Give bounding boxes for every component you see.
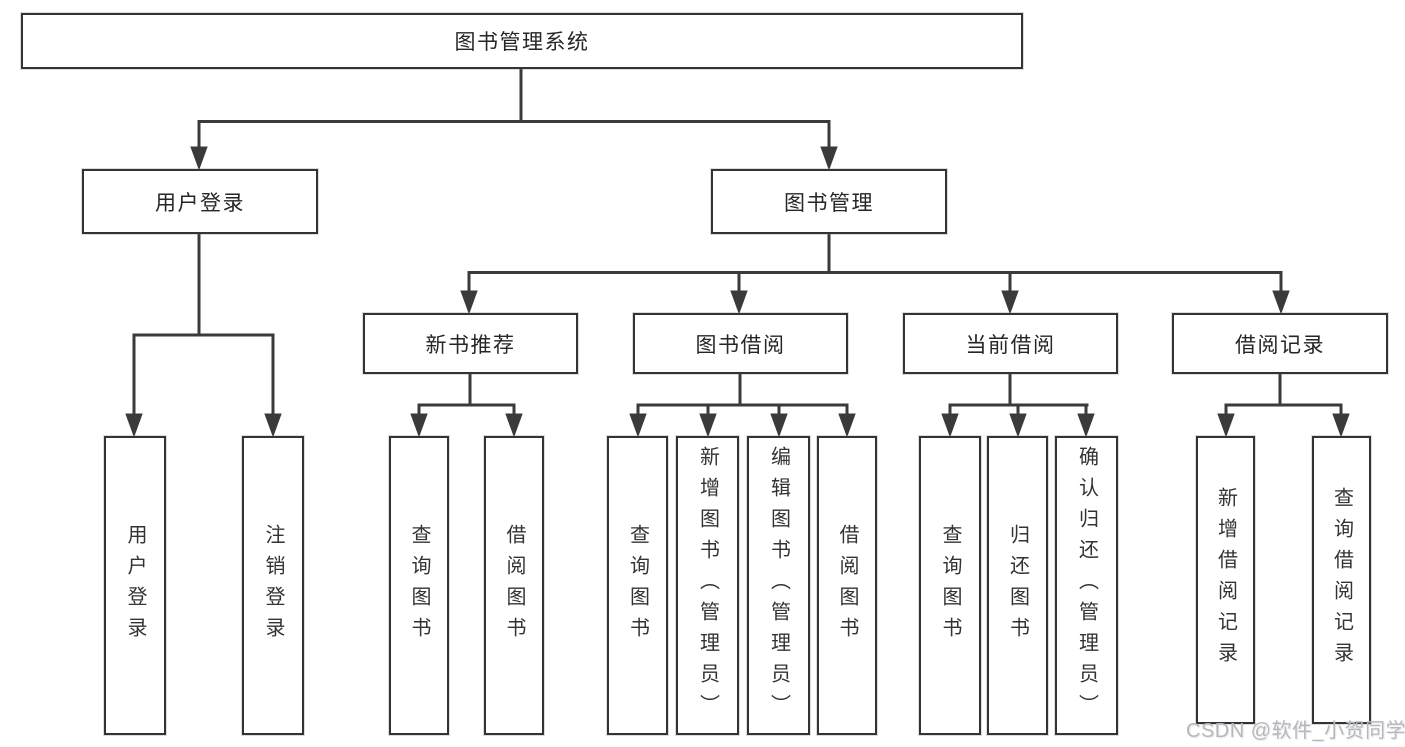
edges-user-login-to-leaves [125, 234, 282, 438]
node-current-borrow-label: 当前借阅 [965, 333, 1056, 357]
leaf-query-books-current: 查询图书 [919, 436, 981, 735]
leaf-borrow-books-label: 借阅图书 [836, 523, 858, 648]
csdn-watermark: CSDN @软件_小贺同学 [1186, 720, 1405, 742]
leaf-user-login-label: 用户登录 [124, 523, 146, 648]
node-borrow-record: 借阅记录 [1172, 313, 1388, 374]
leaf-borrow-books: 借阅图书 [817, 436, 877, 735]
leaf-query-books-borrow-label: 查询图书 [626, 523, 649, 648]
leaf-borrow-books-recommend: 借阅图书 [484, 436, 544, 735]
node-current-borrow: 当前借阅 [903, 313, 1118, 374]
leaf-user-login: 用户登录 [104, 436, 166, 735]
node-new-book-recommend-label: 新书推荐 [425, 333, 516, 357]
edges-current-to-leaves [941, 374, 1095, 438]
edges-recommend-to-leaves [410, 374, 523, 438]
node-book-management: 图书管理 [711, 169, 947, 234]
leaf-return-books: 归还图书 [987, 436, 1048, 735]
node-root-label: 图书管理系统 [454, 31, 590, 54]
leaf-return-books-label: 归还图书 [1006, 523, 1029, 648]
node-book-borrow-label: 图书借阅 [695, 333, 786, 357]
leaf-query-books-recommend-label: 查询图书 [408, 523, 430, 648]
leaf-logout: 注销登录 [242, 436, 304, 735]
leaf-confirm-return-admin: 确认归还（管理员） [1055, 436, 1118, 735]
leaf-borrow-books-recommend-label: 借阅图书 [503, 523, 525, 648]
edges-borrow-to-leaves [629, 374, 856, 438]
leaf-edit-books-admin: 编辑图书（管理员） [747, 436, 810, 735]
node-root-system: 图书管理系统 [21, 13, 1023, 69]
node-book-management-label: 图书管理 [784, 191, 874, 215]
edges-record-to-leaves [1217, 374, 1350, 438]
node-user-login: 用户登录 [82, 169, 318, 234]
leaf-query-books-current-label: 查询图书 [939, 523, 961, 648]
node-borrow-record-label: 借阅记录 [1235, 333, 1325, 357]
leaf-query-borrow-record: 查询借阅记录 [1312, 436, 1371, 724]
leaf-edit-books-admin-label: 编辑图书（管理员） [767, 446, 790, 725]
node-new-book-recommend: 新书推荐 [363, 313, 578, 374]
edges-book-management-to-level3 [460, 234, 1290, 315]
leaf-add-borrow-record-label: 新增借阅记录 [1214, 487, 1237, 673]
edges-root-to-level2 [190, 69, 838, 171]
leaf-logout-label: 注销登录 [262, 523, 284, 648]
leaf-query-borrow-record-label: 查询借阅记录 [1330, 487, 1353, 673]
leaf-query-books-borrow: 查询图书 [607, 436, 668, 735]
node-user-login-label: 用户登录 [155, 191, 245, 215]
node-book-borrow: 图书借阅 [633, 313, 848, 374]
leaf-add-books-admin-label: 新增图书（管理员） [696, 446, 719, 725]
leaf-add-borrow-record: 新增借阅记录 [1196, 436, 1255, 724]
leaf-query-books-recommend: 查询图书 [389, 436, 449, 735]
leaf-confirm-return-admin-label: 确认归还（管理员） [1075, 446, 1098, 725]
leaf-add-books-admin: 新增图书（管理员） [676, 436, 739, 735]
